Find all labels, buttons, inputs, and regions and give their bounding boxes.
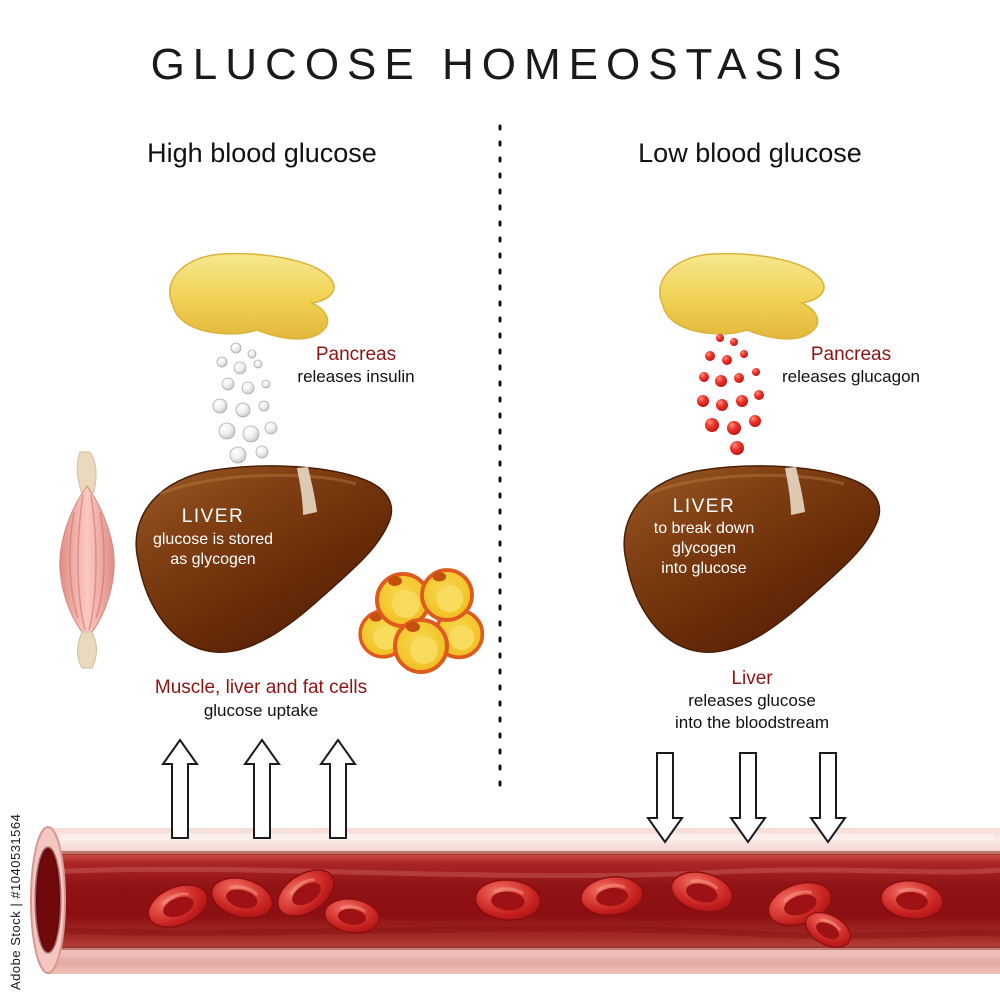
fat-cells (358, 568, 485, 674)
liver-right-title: LIVER (672, 496, 736, 517)
liver-right-line2: to break down (653, 520, 755, 537)
right-header: Low blood glucose (638, 138, 862, 168)
fat-cell (393, 618, 449, 674)
liver-right-line4: into glucose (661, 560, 747, 577)
release-arrows (646, 752, 847, 844)
down-arrow (729, 752, 767, 844)
up-arrow (319, 738, 357, 839)
liver-left-line2: glucose is stored (152, 531, 274, 548)
down-arrow (809, 752, 847, 844)
vessel-open-end (30, 826, 66, 974)
uptake-arrows (161, 738, 357, 839)
down-arrow (646, 752, 684, 844)
glucagon-droplets (697, 334, 764, 455)
pancreas-right-sublabel: releases glucagon (782, 367, 920, 386)
cells-label: Muscle, liver and fat cells (154, 677, 368, 698)
pancreas-left-label: Pancreas (315, 344, 397, 365)
up-arrow (243, 738, 281, 839)
bloodstream-label: Liver (731, 668, 773, 689)
bloodstream-sublabel1: releases glucose (688, 691, 816, 710)
blood-vessel (30, 826, 1000, 974)
adobe-stock-watermark: Adobe Stock | #1040531564 (8, 813, 23, 990)
liver-left-line3: as glycogen (170, 551, 256, 568)
pancreas-right (659, 252, 825, 340)
pancreas-left-sublabel: releases insulin (297, 367, 415, 386)
left-header: High blood glucose (147, 138, 377, 168)
page-title: GLUCOSE HOMEOSTASIS (150, 40, 850, 89)
liver-left-title: LIVER (181, 506, 245, 527)
fat-cell (420, 568, 474, 622)
bloodstream-sublabel2: into the bloodstream (674, 713, 830, 732)
insulin-droplets (212, 342, 278, 464)
up-arrow (161, 738, 199, 839)
liver-right-line3: glycogen (671, 540, 737, 557)
muscle (59, 451, 115, 669)
pancreas-right-label: Pancreas (810, 344, 892, 365)
cells-sublabel: glucose uptake (203, 701, 319, 720)
pancreas-left (169, 252, 335, 340)
